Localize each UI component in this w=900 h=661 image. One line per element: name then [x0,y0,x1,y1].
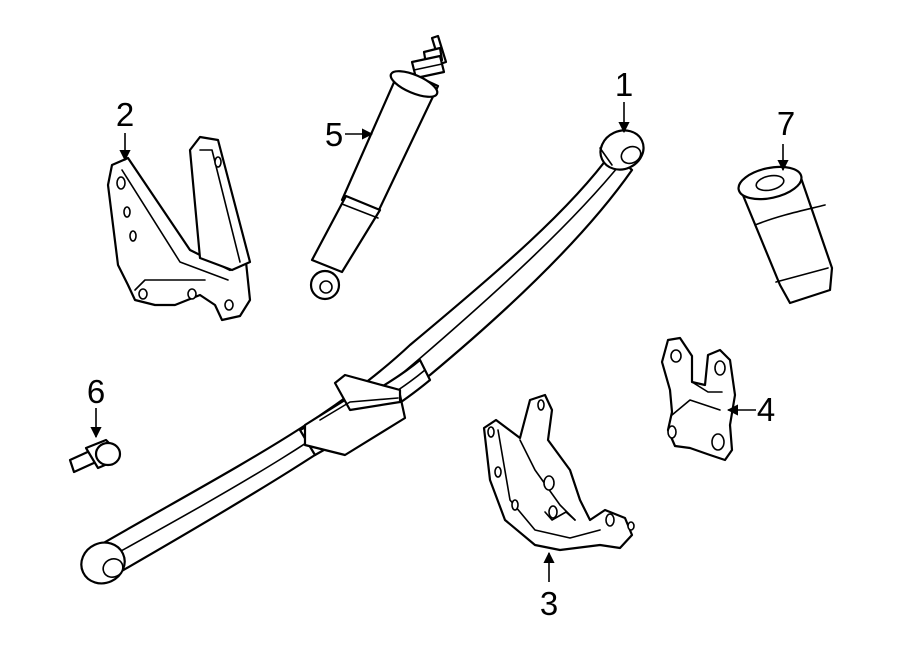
bolt [68,438,122,474]
callout-7: 7 [777,105,795,142]
callout-2: 2 [116,96,134,133]
bump-stop [737,165,834,305]
callout-6: 6 [87,373,105,410]
front-hanger-bracket [106,135,252,322]
shock-absorber [309,34,448,301]
callout-3: 3 [540,585,558,622]
callout-5: 5 [325,116,343,153]
leaf-spring [80,129,645,585]
callout-4: 4 [757,391,775,428]
callout-1: 1 [615,66,633,103]
callout-lines [90,102,789,582]
rear-hanger-bracket [482,393,635,552]
spring-shackle [660,336,737,462]
callout-labels: 1 2 3 4 5 6 7 [87,66,795,622]
